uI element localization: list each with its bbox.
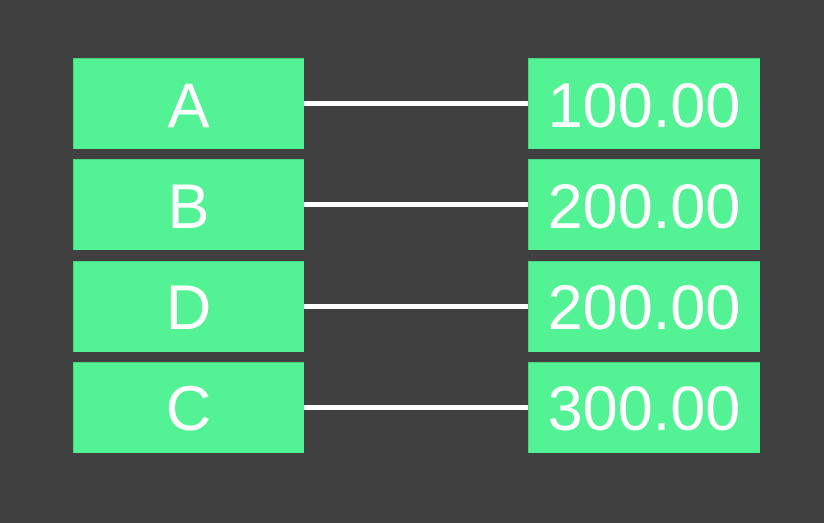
value-label: 300.00 [547, 374, 741, 445]
mapping-diagram: A 100.00 B 200.00 D 200.00 C 300.00 [73, 58, 760, 453]
connector-edge [304, 101, 528, 106]
key-label: A [167, 70, 210, 141]
value-label: 100.00 [547, 70, 741, 141]
key-node: B [73, 159, 304, 251]
value-node: 300.00 [528, 361, 760, 453]
connector-edge [304, 303, 528, 309]
mapping-row: A 100.00 [73, 58, 760, 149]
key-node: D [73, 260, 304, 352]
connector-edge [304, 404, 528, 410]
key-label: D [165, 273, 212, 344]
key-node: A [73, 58, 304, 149]
mapping-row: B 200.00 [73, 159, 760, 251]
connector-edge [304, 202, 528, 208]
mapping-row: C 300.00 [73, 361, 760, 453]
key-label: B [167, 171, 210, 242]
value-node: 200.00 [528, 260, 760, 352]
value-label: 200.00 [547, 273, 741, 344]
mapping-row: D 200.00 [73, 260, 760, 352]
value-label: 200.00 [547, 171, 741, 242]
key-node: C [73, 361, 304, 453]
value-node: 200.00 [528, 159, 760, 251]
key-label: C [165, 374, 212, 445]
value-node: 100.00 [528, 58, 760, 149]
